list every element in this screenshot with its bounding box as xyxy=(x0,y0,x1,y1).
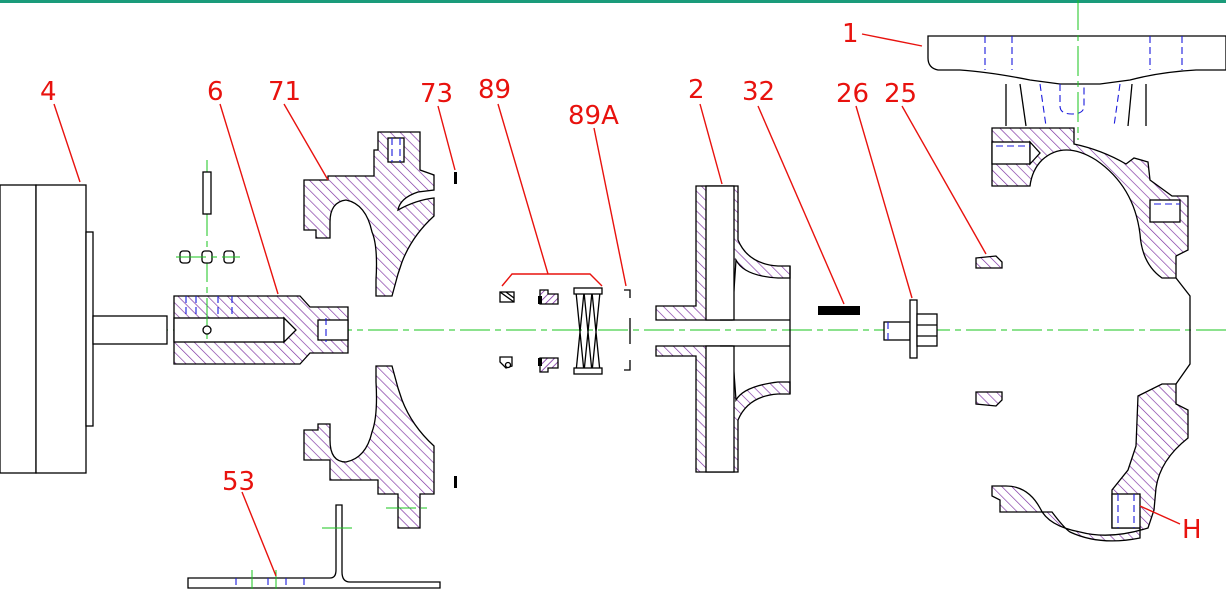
part-89a-seal-plate xyxy=(624,289,631,371)
callout-53: 53 xyxy=(222,467,255,497)
leader-25 xyxy=(901,105,987,255)
leader-71 xyxy=(283,103,329,181)
part-89-mech-seal xyxy=(499,287,603,375)
callout-4: 4 xyxy=(40,77,57,107)
part-4-motor xyxy=(0,184,168,474)
leader-26 xyxy=(855,105,913,299)
leader-6 xyxy=(219,103,279,295)
callout-2: 2 xyxy=(688,75,705,105)
leader-89 xyxy=(497,103,603,287)
part-2-impeller xyxy=(655,185,791,473)
callout-73: 73 xyxy=(420,79,453,109)
leader-53 xyxy=(241,491,277,577)
leader-1 xyxy=(861,33,923,47)
callout-h: H xyxy=(1182,515,1202,545)
leader-73 xyxy=(437,105,456,171)
top-accent-bar xyxy=(0,0,1226,3)
callout-labels: 1 4 6 71 73 89 89A 2 32 26 25 53 H xyxy=(40,19,1202,545)
callout-6: 6 xyxy=(207,77,224,107)
part-1-casing xyxy=(927,0,1226,542)
part-26-impeller-bolt xyxy=(883,299,938,359)
leader-h xyxy=(1139,505,1181,525)
part-6-sleeve xyxy=(173,160,349,365)
leader-32 xyxy=(757,105,845,305)
callout-32: 32 xyxy=(742,77,775,107)
part-73-gasket xyxy=(454,172,457,488)
callout-25: 25 xyxy=(884,79,917,109)
part-32-key xyxy=(818,306,860,315)
callout-71: 71 xyxy=(268,77,301,107)
callout-89a: 89A xyxy=(568,101,619,131)
leader-lines xyxy=(53,33,1181,577)
leader-4 xyxy=(53,103,81,183)
part-25-wear-ring xyxy=(975,255,1003,407)
callout-89: 89 xyxy=(478,75,511,105)
part-53-support-foot xyxy=(187,504,441,589)
leader-2 xyxy=(699,103,723,185)
part-71-adapter xyxy=(303,131,435,529)
leader-89a xyxy=(593,127,627,287)
callout-26: 26 xyxy=(836,79,869,109)
callout-1: 1 xyxy=(842,19,859,49)
